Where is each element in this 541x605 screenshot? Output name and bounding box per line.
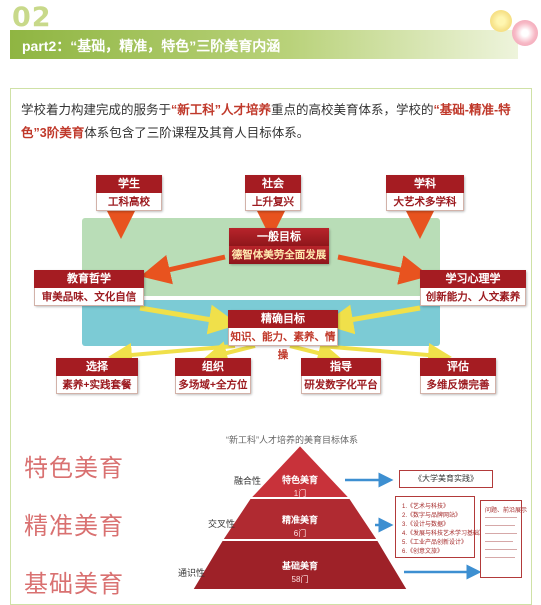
precise-goal-body: 知识、能力、素养、情操 [228, 328, 338, 361]
top-arrows [106, 209, 435, 239]
doc-line [485, 525, 515, 526]
organize-node: 组织 多场域+全方位 [175, 358, 251, 394]
intro-text-2: 重点的高校美育体系，学校的 [271, 103, 434, 117]
doc-line [485, 557, 515, 558]
course-item-4: 4.《发展与科技艺术学习基础》 [402, 531, 486, 537]
evaluate-node: 评估 多维反馈完善 [420, 358, 496, 394]
society-node-head: 社会 [245, 175, 301, 193]
pyramid [190, 443, 410, 591]
label-featured-aesthetic: 特色美育 [24, 454, 124, 482]
section-number: 02 [12, 2, 52, 33]
pyramid-level-3-count: 58门 [291, 575, 309, 584]
general-goal-body: 德智体美劳全面发展 [229, 246, 329, 264]
general-goal-head: 一般目标 [229, 228, 329, 246]
pyramid-level-3-name: 基础美育 [281, 561, 318, 571]
general-goal-node: 一般目标 德智体美劳全面发展 [229, 228, 329, 264]
pyramid-level-1-name: 特色美育 [281, 475, 318, 485]
practice-course-title: 《大学美育实践》 [399, 470, 493, 488]
side-label-fusion: 融合性 [234, 476, 262, 486]
section-title: part2：“基础，精准，特色”三阶美育内涵 [22, 38, 281, 54]
student-node-body: 工科高校 [96, 193, 162, 211]
select-node-head: 选择 [56, 358, 138, 376]
discipline-node: 学科 大艺术多学科 [386, 175, 464, 211]
label-precise-aesthetic: 精准美育 [24, 512, 124, 540]
course-item-1: 1.《艺术与科技》 [402, 504, 450, 510]
learning-psychology-head: 学习心理学 [420, 270, 526, 288]
intro-highlight-2: “基础-精准-特色”3阶美育 [21, 103, 511, 140]
education-philosophy-body: 审美品味、文化自信 [34, 288, 144, 306]
intro-text-1: 学校着力构建完成的服务于 [21, 103, 172, 117]
pyramid-level-1-count: 1门 [293, 489, 307, 498]
pyramid-level-1: 特色美育 1门 [270, 474, 330, 500]
student-node-head: 学生 [96, 175, 162, 193]
pyramid-level-3: 基础美育 58门 [270, 560, 330, 586]
section-title-bar: part2：“基础，精准，特色”三阶美育内涵 [10, 30, 518, 59]
education-philosophy-head: 教育哲学 [34, 270, 144, 288]
guide-node-body: 研发数字化平台 [301, 376, 381, 394]
select-node: 选择 素养+实践套餐 [56, 358, 138, 394]
society-node: 社会 上升复兴 [245, 175, 301, 211]
society-node-body: 上升复兴 [245, 193, 301, 211]
course-item-2: 2.《数字与品牌网站》 [402, 513, 462, 519]
learning-psychology-body: 创新能力、人文素养 [420, 288, 526, 306]
doc-line [485, 517, 517, 518]
side-label-general: 通识性 [178, 568, 206, 578]
guide-node: 指导 研发数字化平台 [301, 358, 381, 394]
course-item-3: 3.《设计与数据》 [402, 522, 450, 528]
organize-node-head: 组织 [175, 358, 251, 376]
right-document-title: 问题、前沿展示 [485, 508, 528, 514]
evaluate-node-head: 评估 [420, 358, 496, 376]
precise-goal-head: 精确目标 [228, 310, 338, 328]
intro-text-3: 体系包含了三阶课程及其育人目标体系。 [84, 126, 310, 140]
flower-decoration-icon [490, 10, 512, 32]
education-philosophy-node: 教育哲学 审美品味、文化自信 [34, 270, 144, 306]
right-document: 问题、前沿展示 [480, 500, 527, 578]
select-node-body: 素养+实践套餐 [56, 376, 138, 394]
intro-paragraph: 学校着力构建完成的服务于“新工科”人才培养重点的高校美育体系，学校的“基础-精准… [21, 99, 523, 145]
precise-goal-node: 精确目标 知识、能力、素养、情操 [228, 310, 338, 361]
guide-node-head: 指导 [301, 358, 381, 376]
pyramid-level-2: 精准美育 6门 [270, 514, 330, 540]
discipline-node-head: 学科 [386, 175, 464, 193]
evaluate-node-body: 多维反馈完善 [420, 376, 496, 394]
intro-highlight-1: “新工科”人才培养 [171, 103, 272, 117]
student-node: 学生 工科高校 [96, 175, 162, 211]
blossom-decoration-icon [512, 20, 538, 46]
side-label-cross: 交叉性 [208, 519, 236, 529]
label-basic-aesthetic: 基础美育 [24, 570, 124, 598]
section-header: 02 part2：“基础，精准，特色”三阶美育内涵 [0, 0, 541, 70]
doc-line [485, 533, 517, 534]
discipline-node-body: 大艺术多学科 [386, 193, 464, 211]
pyramid-level-2-name: 精准美育 [281, 515, 318, 525]
learning-psychology-node: 学习心理学 创新能力、人文素养 [420, 270, 526, 306]
pyramid-level-2-count: 6门 [293, 529, 307, 538]
course-list-document: 1.《艺术与科技》 2.《数字与品牌网站》 3.《设计与数据》 4.《发展与科技… [395, 496, 485, 558]
doc-line [485, 541, 513, 542]
pyramid-title: “新工科”人才培养的美育目标体系 [226, 435, 358, 445]
organize-node-body: 多场域+全方位 [175, 376, 251, 394]
course-item-6: 6.《创意文旅》 [402, 549, 444, 555]
course-item-5: 5.《工业产品创新设计》 [402, 540, 468, 546]
doc-line [485, 549, 517, 550]
